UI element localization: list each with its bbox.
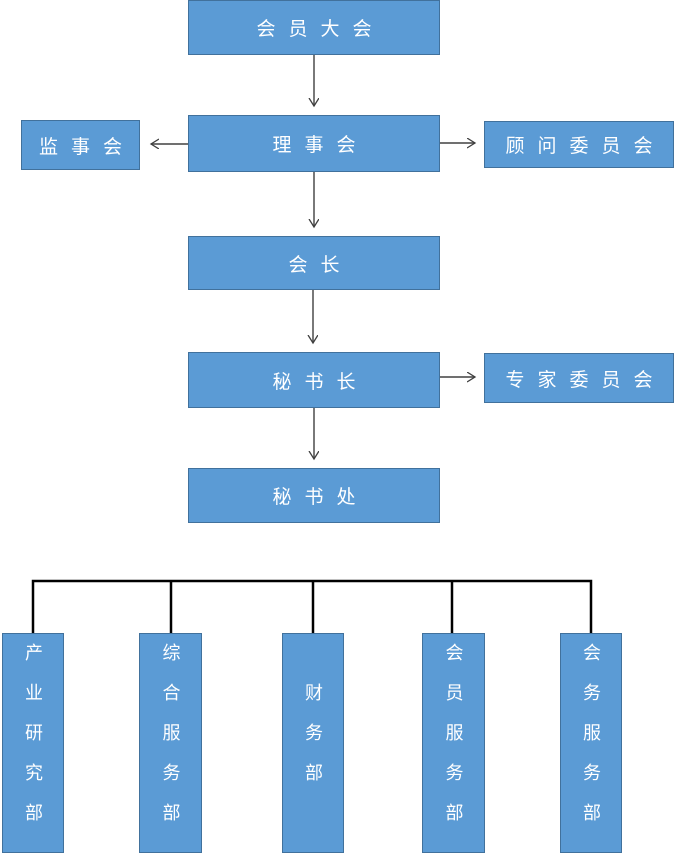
node-dept-member-service: 会员服务部 (422, 633, 485, 853)
flow-arrows (151, 55, 475, 459)
node-secretary-general-label: 秘书长 (272, 371, 369, 393)
node-supervisory-board-label: 监事会 (38, 136, 135, 158)
node-secretariat: 秘书处 (188, 468, 440, 523)
node-supervisory-board: 监事会 (21, 120, 140, 170)
node-member-assembly: 会员大会 (188, 0, 440, 55)
node-advisory-committee-label: 顾问委员会 (505, 136, 666, 157)
node-dept-industry-research: 产业研究部 (2, 633, 64, 853)
node-secretary-general: 秘书长 (188, 352, 440, 408)
node-dept-general-service: 综合服务部 (139, 633, 202, 853)
node-president-label: 会长 (288, 254, 353, 276)
node-secretariat-label: 秘书处 (272, 487, 369, 508)
node-dept-conference-service-label: 会务服务部 (581, 643, 601, 843)
department-tree-lines (31, 579, 593, 633)
node-president: 会长 (188, 236, 440, 290)
node-council: 理事会 (188, 115, 440, 172)
node-dept-finance-label: 财务部 (303, 683, 323, 803)
node-dept-industry-research-label: 产业研究部 (23, 643, 43, 843)
node-expert-committee-label: 专家委员会 (505, 369, 666, 391)
node-dept-finance: 财务部 (282, 633, 344, 853)
node-dept-conference-service: 会务服务部 (560, 633, 622, 853)
node-expert-committee: 专家委员会 (484, 353, 674, 403)
node-dept-general-service-label: 综合服务部 (160, 643, 181, 843)
node-member-assembly-label: 会员大会 (256, 19, 385, 40)
node-dept-member-service-label: 会员服务部 (443, 643, 464, 843)
node-council-label: 理事会 (272, 135, 369, 156)
node-advisory-committee: 顾问委员会 (484, 121, 674, 168)
